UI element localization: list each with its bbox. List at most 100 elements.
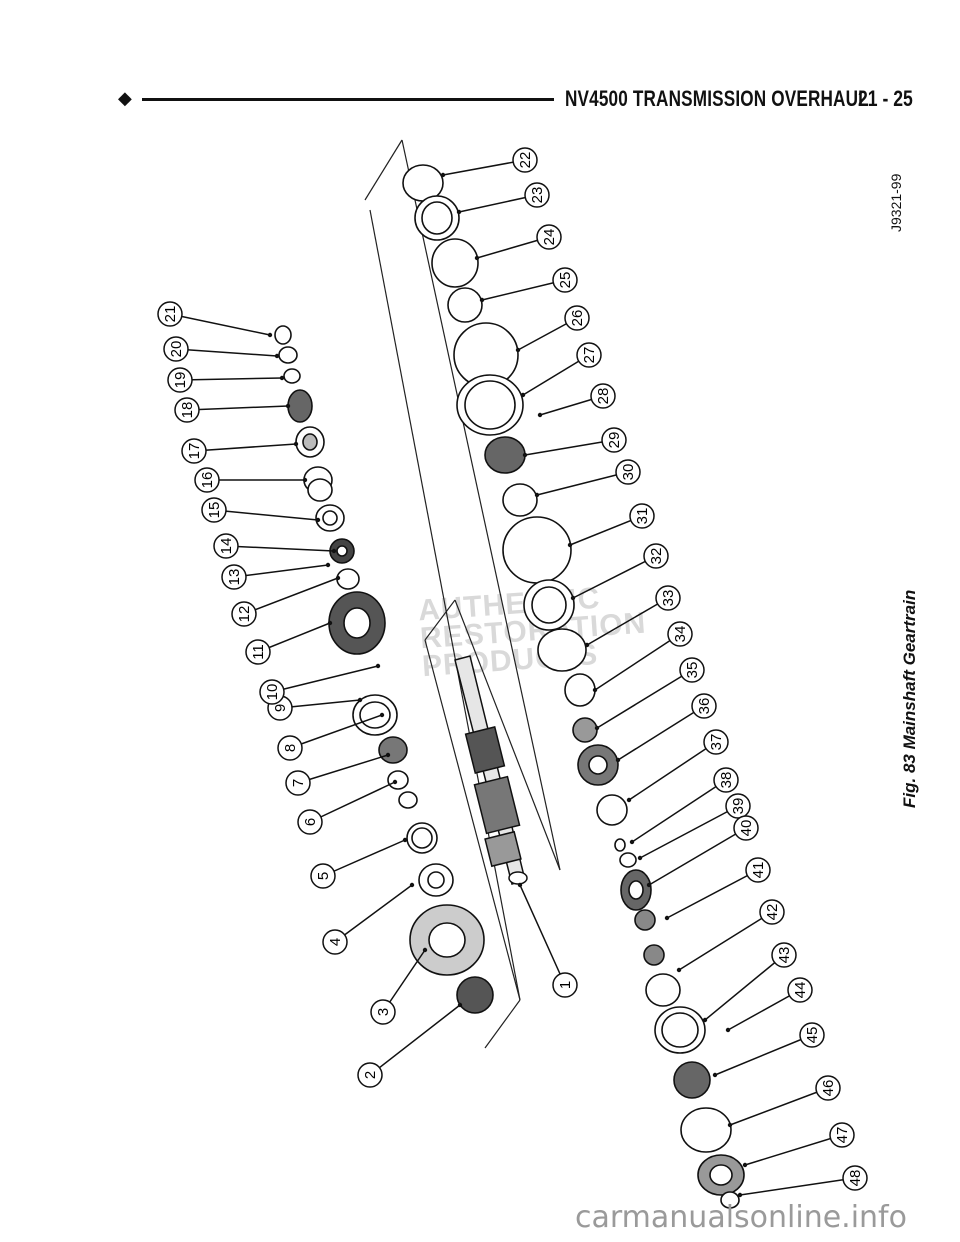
leader-arrow-45: [712, 1072, 718, 1078]
callout-number-16: 16: [199, 472, 216, 489]
callout-29: 29: [522, 427, 627, 458]
leader-line-35: [596, 669, 693, 729]
page-header: ◆ NV4500 TRANSMISSION OVERHAUL 21 - 25: [0, 0, 960, 120]
leader-line-25: [481, 279, 566, 301]
callout-circle-12: [231, 601, 257, 627]
callout-number-47: 47: [834, 1127, 851, 1144]
leader-line-17: [193, 443, 297, 452]
leader-arrow-48: [737, 1192, 743, 1198]
callout-circle-27: [576, 342, 602, 368]
callout-circle-21: [157, 301, 183, 327]
leader-arrow-34: [592, 687, 598, 693]
leader-arrow-40: [646, 882, 652, 888]
callout-40: 40: [646, 815, 759, 888]
callout-45: 45: [712, 1022, 825, 1078]
callout-16: 16: [194, 467, 308, 493]
callout-27: 27: [520, 342, 602, 398]
callout-number-36: 36: [696, 698, 713, 715]
leader-arrow-35: [594, 725, 600, 731]
header-rule: [142, 98, 554, 101]
callout-33: 33: [584, 585, 681, 648]
leader-arrow-14: [331, 548, 337, 554]
leader-line-29: [524, 439, 615, 456]
callout-circle-46: [815, 1075, 841, 1101]
callout-number-30: 30: [620, 464, 637, 481]
leader-line-5: [322, 839, 406, 877]
callout-number-14: 14: [218, 538, 235, 555]
callout-circle-48: [842, 1165, 868, 1191]
leader-arrow-16: [302, 477, 308, 483]
page-number: 21 - 25: [858, 86, 913, 111]
callout-2: 2: [357, 1002, 463, 1088]
callout-47: 47: [742, 1122, 855, 1168]
leader-line-11: [257, 622, 331, 653]
callout-42: 42: [676, 899, 785, 973]
leader-arrow-6: [392, 779, 398, 785]
callout-number-38: 38: [718, 772, 735, 789]
leader-line-41: [666, 869, 759, 919]
callout-circle-38: [713, 767, 739, 793]
callout-number-24: 24: [541, 229, 558, 246]
leader-line-46: [729, 1087, 829, 1126]
callout-number-37: 37: [708, 734, 725, 751]
callout-circle-11: [245, 639, 271, 665]
leader-arrow-1: [517, 882, 523, 888]
callout-46: 46: [727, 1075, 841, 1128]
leader-arrow-23: [456, 209, 462, 215]
callout-circle-15: [201, 497, 227, 523]
callout-number-26: 26: [569, 310, 586, 327]
leader-line-36: [617, 705, 705, 761]
leader-line-22: [442, 159, 526, 176]
callout-circle-40: [733, 815, 759, 841]
callout-circle-5: [310, 863, 336, 889]
callout-number-18: 18: [179, 402, 196, 419]
callout-26: 26: [515, 305, 590, 353]
leader-arrow-39: [637, 855, 643, 861]
callout-number-23: 23: [529, 187, 546, 204]
callout-circle-26: [564, 305, 590, 331]
callout-number-11: 11: [250, 644, 267, 660]
leader-line-30: [536, 471, 629, 496]
callout-number-27: 27: [581, 347, 598, 364]
callout-number-4: 4: [327, 938, 344, 946]
leader-line-12: [243, 577, 339, 615]
callout-number-48: 48: [847, 1170, 864, 1187]
leader-line-14: [225, 545, 335, 552]
callout-43: 43: [702, 942, 797, 1023]
leader-line-38: [631, 779, 727, 843]
leader-arrow-4: [409, 882, 415, 888]
leader-line-47: [744, 1134, 843, 1166]
callout-number-20: 20: [168, 341, 185, 358]
mainshaft: [454, 655, 528, 885]
leader-line-8: [289, 714, 383, 749]
callout-7: 7: [285, 752, 391, 796]
leader-arrow-29: [522, 452, 528, 458]
callout-circle-35: [679, 657, 705, 683]
leader-line-31: [569, 515, 643, 546]
callout-number-42: 42: [764, 904, 781, 921]
leader-arrow-12: [335, 575, 341, 581]
leader-arrow-37: [626, 797, 632, 803]
callout-number-9: 9: [272, 704, 289, 712]
callout-number-32: 32: [648, 548, 665, 565]
leader-line-6: [309, 781, 396, 823]
callout-number-17: 17: [186, 443, 203, 460]
callout-14: 14: [213, 533, 337, 559]
callout-circle-34: [667, 621, 693, 647]
leader-line-45: [714, 1034, 813, 1076]
callout-34: 34: [592, 621, 693, 693]
leader-arrow-42: [676, 967, 682, 973]
callout-circle-31: [629, 503, 655, 529]
leader-arrow-8: [379, 712, 385, 718]
leader-arrow-7: [385, 752, 391, 758]
leader-line-48: [739, 1177, 856, 1196]
leader-arrow-43: [702, 1017, 708, 1023]
callout-circle-10: [259, 679, 285, 705]
leader-arrow-47: [742, 1162, 748, 1168]
site-footer: carmanualsonline.info: [575, 1200, 907, 1235]
callout-circle-44: [787, 977, 813, 1003]
callout-circle-30: [615, 459, 641, 485]
callout-4: 4: [322, 882, 415, 955]
leader-line-10: [271, 665, 379, 693]
callout-11: 11: [245, 620, 333, 665]
